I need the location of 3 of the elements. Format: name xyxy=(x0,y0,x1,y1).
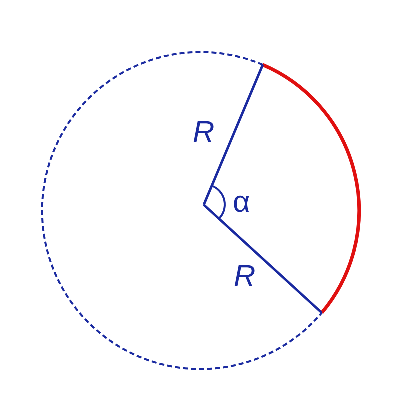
math-label: R xyxy=(234,262,256,292)
math-label: α xyxy=(233,188,250,218)
math-label: R xyxy=(193,118,215,148)
